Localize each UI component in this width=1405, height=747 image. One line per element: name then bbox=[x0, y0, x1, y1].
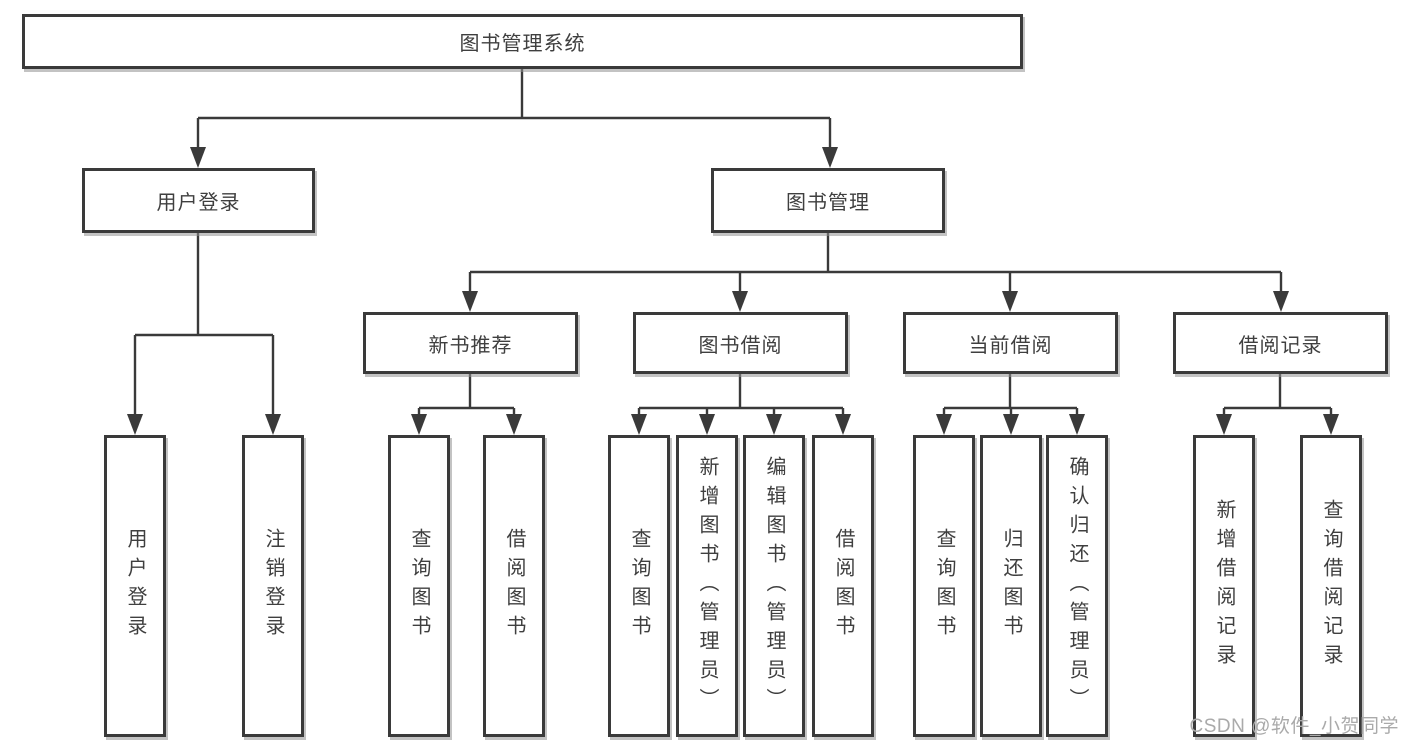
node-label: 新增借阅记录 bbox=[1213, 499, 1235, 673]
node-label: 归还图书 bbox=[1000, 528, 1022, 644]
node-new-book-recommend: 新书推荐 bbox=[363, 312, 578, 374]
arrowheads bbox=[127, 147, 1339, 435]
node-label: 编辑图书（管理员） bbox=[763, 455, 785, 717]
node-label: 借阅图书 bbox=[832, 528, 854, 644]
node-label: 借阅图书 bbox=[503, 528, 525, 644]
leaf-confirm-return-admin: 确认归还（管理员） bbox=[1046, 435, 1108, 737]
node-book-borrowing: 图书借阅 bbox=[633, 312, 848, 374]
node-label: 当前借阅 bbox=[968, 334, 1053, 357]
leaf-add-books-admin: 新增图书（管理员） bbox=[676, 435, 738, 737]
node-label: 新书推荐 bbox=[428, 334, 513, 357]
node-user-login: 用户登录 bbox=[82, 168, 315, 233]
leaf-borrow-books-1: 借阅图书 bbox=[483, 435, 545, 737]
node-label: 图书借阅 bbox=[698, 334, 783, 357]
leaf-logout: 注销登录 bbox=[242, 435, 304, 737]
node-label: 图书管理 bbox=[786, 192, 870, 214]
leaf-query-books-2: 查询图书 bbox=[608, 435, 670, 737]
node-label: 查询图书 bbox=[933, 528, 955, 644]
node-current-borrowing: 当前借阅 bbox=[903, 312, 1118, 374]
node-label: 注销登录 bbox=[262, 528, 284, 644]
node-label: 借阅记录 bbox=[1238, 334, 1323, 357]
leaf-user-login: 用户登录 bbox=[104, 435, 166, 737]
leaf-add-borrow-record: 新增借阅记录 bbox=[1193, 435, 1255, 737]
node-book-management: 图书管理 bbox=[711, 168, 945, 233]
node-label: 查询借阅记录 bbox=[1320, 499, 1342, 673]
node-borrowing-records: 借阅记录 bbox=[1173, 312, 1388, 374]
leaf-borrow-books-2: 借阅图书 bbox=[812, 435, 874, 737]
node-label: 确认归还（管理员） bbox=[1066, 455, 1088, 717]
node-label: 用户登录 bbox=[124, 528, 146, 644]
node-label: 新增图书（管理员） bbox=[696, 455, 718, 717]
leaf-query-books-1: 查询图书 bbox=[388, 435, 450, 737]
leaf-query-books-3: 查询图书 bbox=[913, 435, 975, 737]
leaf-return-books: 归还图书 bbox=[980, 435, 1042, 737]
node-label: 查询图书 bbox=[408, 528, 430, 644]
node-label: 查询图书 bbox=[628, 528, 650, 644]
node-label: 用户登录 bbox=[156, 192, 241, 214]
leaf-query-borrow-record: 查询借阅记录 bbox=[1300, 435, 1362, 737]
node-system-root: 图书管理系统 bbox=[22, 14, 1023, 69]
node-label: 图书管理系统 bbox=[459, 33, 586, 55]
leaf-edit-books-admin: 编辑图书（管理员） bbox=[743, 435, 805, 737]
